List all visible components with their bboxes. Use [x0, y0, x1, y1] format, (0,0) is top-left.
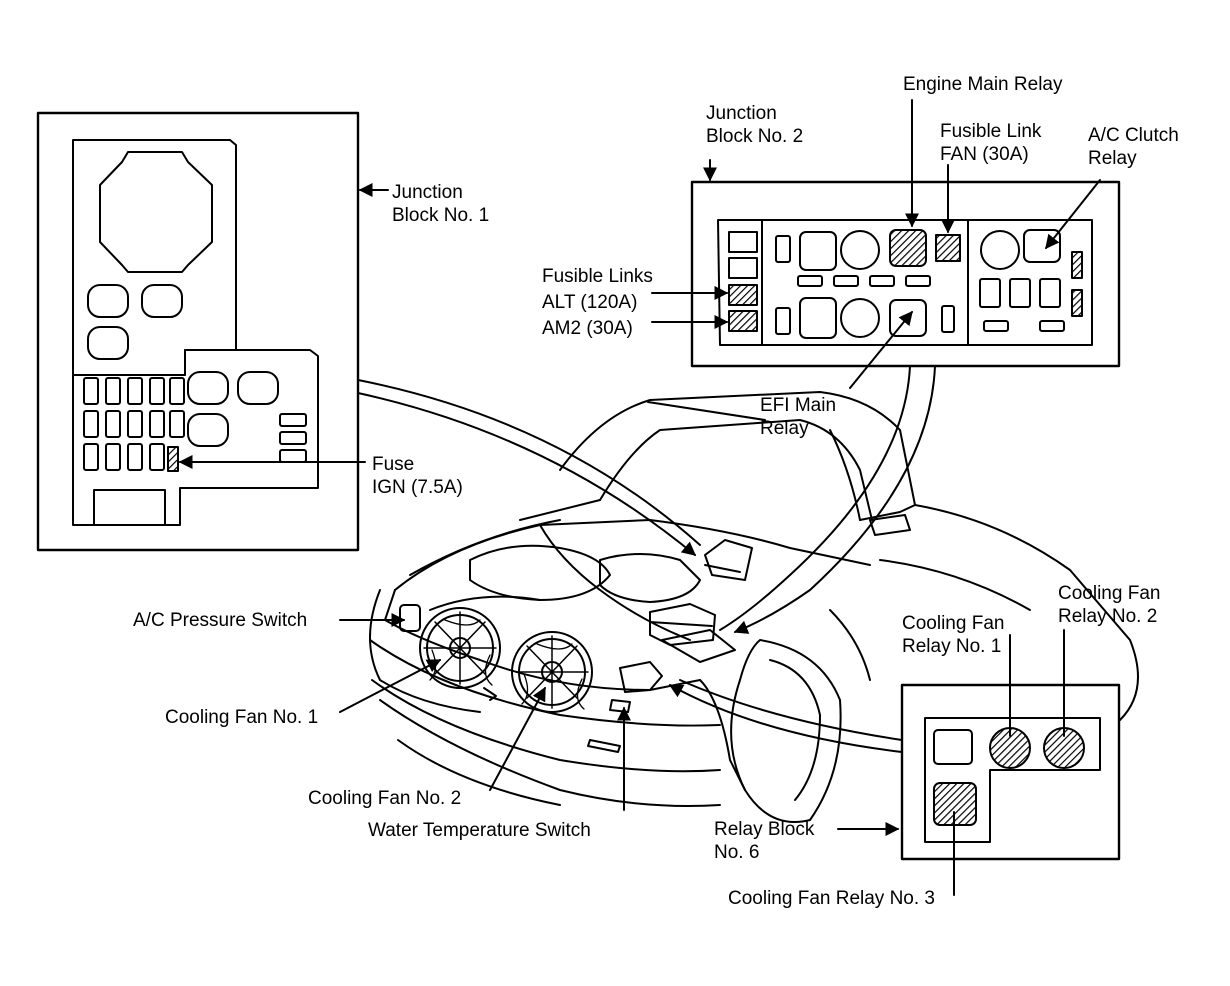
relay-block-6-label-line1: Relay Block	[714, 819, 815, 840]
relay-block-6-label: Relay Block No. 6	[714, 818, 814, 864]
junction-block-1-label: Junction Block No. 1	[392, 181, 489, 227]
fusible-links-label-line2: ALT (120A)	[542, 292, 638, 313]
cooling-fan-relay-1-label: Cooling Fan Relay No. 1	[902, 612, 1004, 658]
ac-pressure-switch-label: A/C Pressure Switch	[133, 610, 308, 631]
fusible-links-label-line1: Fusible Links	[542, 266, 653, 287]
junction-block-1-label-line2: Block No. 1	[392, 205, 490, 226]
fuse-ign-label: Fuse IGN (7.5A)	[372, 453, 463, 499]
relay-block-6-inset	[900, 683, 1121, 861]
ac-clutch-relay-label-line1: A/C Clutch	[1088, 125, 1179, 146]
fuse-ign-label-line2: IGN (7.5A)	[372, 477, 463, 498]
cooling-fan-relay-1-label-line1: Cooling Fan	[902, 613, 1005, 634]
fusible-links-label: Fusible Links ALT (120A) AM2 (30A)	[542, 264, 653, 342]
junction-block-2-inset	[690, 180, 1121, 368]
fuse-ign-label-line1: Fuse	[372, 454, 415, 475]
junction-block-1-label-line1: Junction	[392, 182, 463, 203]
fusible-links-label-line3: AM2 (30A)	[542, 318, 633, 339]
cooling-fan-relay-2-label: Cooling Fan Relay No. 2	[1058, 582, 1160, 628]
cooling-fans	[399, 604, 631, 713]
engine-main-relay-label: Engine Main Relay	[903, 74, 1063, 95]
connector-leads	[357, 365, 936, 753]
cooling-fan-1-label: Cooling Fan No. 1	[165, 707, 319, 728]
engine-bay-junction-blocks	[619, 539, 753, 693]
relay-block-6-label-line2: No. 6	[714, 842, 760, 863]
fusible-link-fan-label-line1: Fusible Link	[940, 121, 1042, 142]
cooling-fan-relay-1-label-line2: Relay No. 1	[902, 636, 1002, 657]
cooling-fan-relay-2-label-line2: Relay No. 2	[1058, 606, 1158, 627]
junction-block-2-label: Junction Block No. 2	[706, 102, 803, 148]
cooling-fan-relay-3-label: Cooling Fan Relay No. 3	[728, 888, 935, 909]
efi-main-relay-label-line2: Relay	[760, 418, 809, 439]
callout-arrows	[178, 99, 1101, 896]
junction-block-2-label-line2: Block No. 2	[706, 126, 804, 147]
fusible-link-fan-label: Fusible Link FAN (30A)	[940, 120, 1041, 166]
efi-main-relay-label: EFI Main Relay	[760, 394, 836, 440]
efi-main-relay-label-line1: EFI Main	[760, 395, 837, 416]
fusible-link-fan-label-line2: FAN (30A)	[940, 144, 1029, 165]
ac-clutch-relay-label-line2: Relay	[1088, 148, 1137, 169]
cooling-fan-relay-2-label-line1: Cooling Fan	[1058, 583, 1161, 604]
car-illustration	[369, 391, 1139, 823]
junction-block-2-label-line1: Junction	[706, 103, 777, 124]
water-temperature-switch-label: Water Temperature Switch	[368, 820, 591, 841]
ac-clutch-relay-label: A/C Clutch Relay	[1088, 124, 1179, 170]
junction-block-1-inset	[36, 111, 360, 552]
cooling-fan-2-label: Cooling Fan No. 2	[308, 788, 462, 809]
